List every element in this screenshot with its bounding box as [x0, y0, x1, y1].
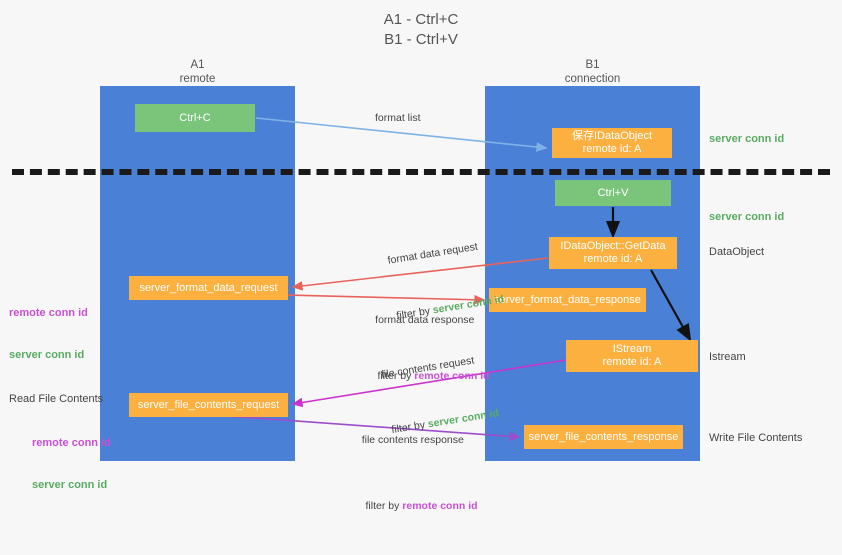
edge-line-primary: format data response	[375, 314, 475, 326]
note-conn-ids-upper: remote conn id server conn id	[9, 278, 88, 390]
node-istream[interactable]: IStream remote id: A	[566, 340, 698, 372]
edge-label-format-list: format list	[375, 112, 421, 124]
column-header-a1: A1 remote	[179, 59, 216, 85]
note-server-conn-id-2: server conn id	[32, 479, 108, 491]
note-dataobject: DataObject	[709, 246, 765, 258]
node-save-idataobject[interactable]: 保存IDataObject remote id: A	[552, 128, 672, 158]
node-server-format-data-response[interactable]: server_format_data_response	[489, 288, 646, 312]
note-istream: Istream	[709, 351, 746, 363]
edge-filter-prefix: filter by	[365, 500, 403, 512]
column-header-b1: B1 connection	[564, 59, 621, 85]
note-remote-conn-id-1: remote conn id	[9, 307, 88, 319]
node-server-file-contents-request[interactable]: server_file_contents_request	[129, 393, 288, 417]
note-server-conn-id-mid: server conn id	[709, 211, 785, 223]
node-ctrl-v[interactable]: Ctrl+V	[555, 180, 671, 206]
edge-line-primary: format data request	[386, 240, 479, 267]
note-conn-ids-lower: remote conn id server conn id	[32, 408, 111, 520]
node-server-file-contents-response[interactable]: server_file_contents_response	[524, 425, 683, 449]
note-read-file-contents: Read File Contents	[9, 393, 104, 405]
node-server-format-data-request[interactable]: server_format_data_request	[129, 276, 288, 300]
note-server-conn-id-top: server conn id	[709, 133, 785, 145]
node-idataobject-getdata[interactable]: IDataObject::GetData remote id: A	[549, 237, 677, 269]
note-remote-conn-id-2: remote conn id	[32, 437, 111, 449]
edge-filter-value: remote conn id	[402, 500, 478, 512]
edge-label-file-contents-response: file contents response filter by remote …	[348, 405, 478, 555]
node-ctrl-c[interactable]: Ctrl+C	[135, 104, 255, 132]
edge-line-primary: file contents request	[380, 354, 476, 381]
edge-line-primary: file contents response	[361, 434, 464, 446]
edge-filter-value: remote conn id	[414, 370, 490, 382]
edge-label-format-data-response: format data response filter by remote co…	[360, 285, 490, 425]
page-title: A1 - Ctrl+C B1 - Ctrl+V	[383, 11, 459, 48]
note-server-conn-id-1: server conn id	[9, 349, 85, 361]
dashed-divider	[12, 169, 830, 175]
diagram-canvas: A1 - Ctrl+C B1 - Ctrl+V A1 remote B1 con…	[9, 11, 830, 512]
edge-filter-prefix: filter by	[377, 370, 415, 382]
note-write-file-contents: Write File Contents	[709, 432, 803, 444]
